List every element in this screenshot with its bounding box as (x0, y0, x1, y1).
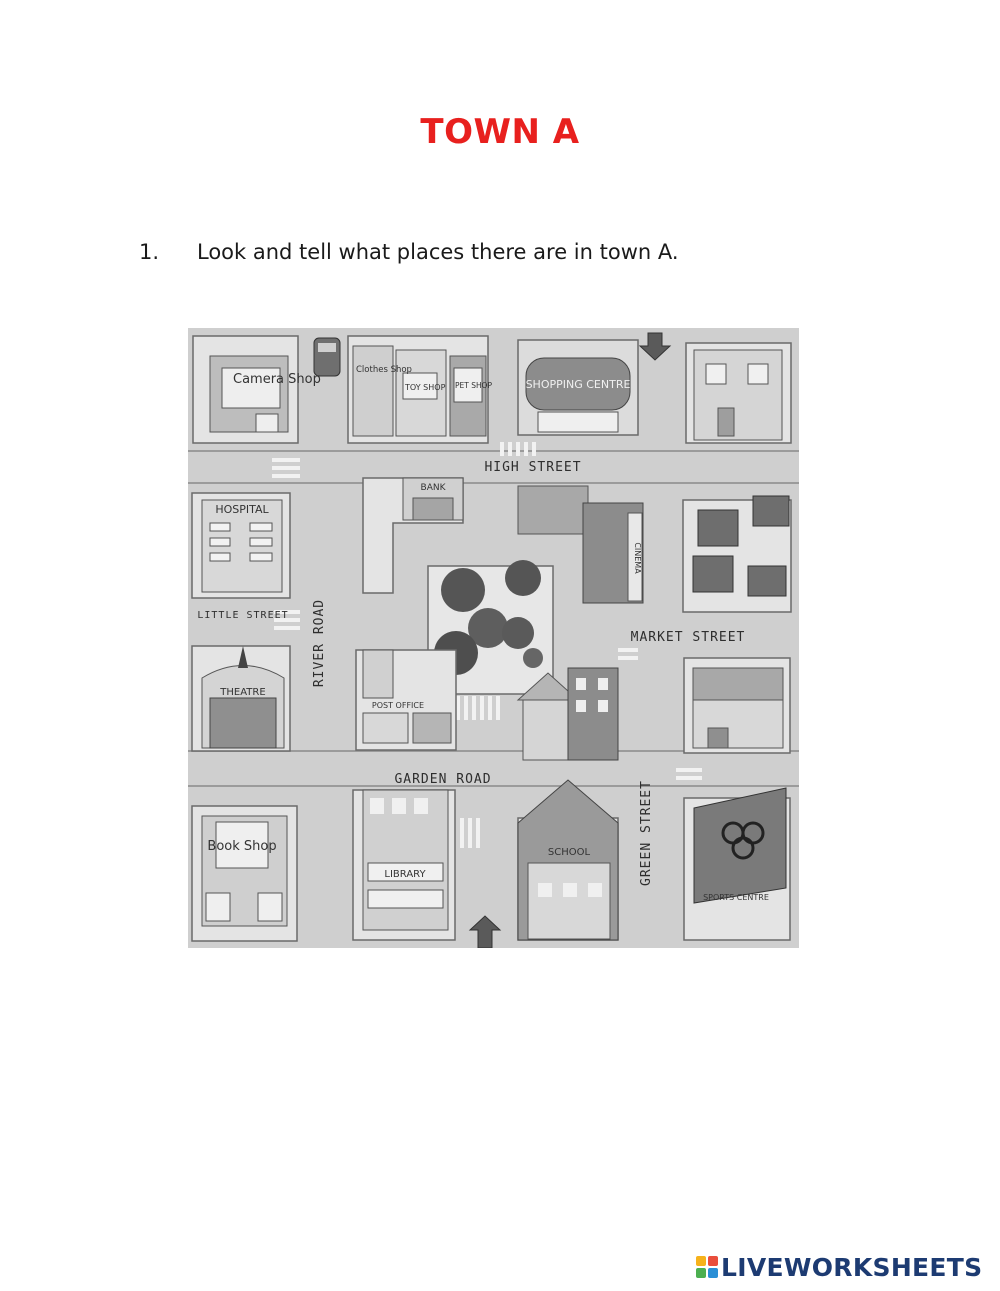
bank (362, 477, 464, 594)
clothes-shop-label: Clothes Shop (356, 365, 412, 375)
book-shop (191, 805, 298, 942)
page-title: TOWN A (420, 112, 580, 152)
river-road-label: RIVER ROAD (312, 599, 327, 687)
liveworksheets-logo: LIVEWORKSHEETS (696, 1252, 982, 1282)
camera-shop-label: Camera Shop (233, 372, 321, 387)
logo-square (696, 1256, 706, 1266)
car-icon (313, 337, 341, 377)
logo-grid-icon (696, 1256, 718, 1278)
garden-road-label: GARDEN ROAD (394, 772, 491, 787)
shopping-centre-label: SHOPPING CENTRE (526, 378, 631, 391)
library (352, 789, 456, 941)
sports-centre (683, 787, 791, 941)
cinema (517, 485, 644, 604)
arrow-up-icon (468, 915, 502, 948)
theatre-label: THEATRE (219, 687, 265, 698)
building-right-middle (683, 657, 791, 754)
market-street-label: MARKET STREET (631, 630, 746, 645)
toy-shop-label: TOY SHOP (404, 383, 446, 392)
high-street-label: HIGH STREET (484, 460, 581, 475)
sports-centre-label: SPORTS CENTRE (703, 893, 769, 902)
instruction-number: 1. (139, 240, 160, 264)
green-street-label: GREEN STREET (639, 780, 654, 886)
hospital (191, 492, 291, 599)
logo-square (696, 1268, 706, 1278)
library-label: LIBRARY (384, 869, 426, 880)
post-office (355, 649, 457, 751)
brand-text: LIVEWORKSHEETS (721, 1252, 983, 1282)
pet-shop-label: PET SHOP (455, 381, 493, 390)
town-map: Camera Shop Clothes Shop TOY SHOP PET SH… (188, 328, 799, 948)
school-label: SCHOOL (548, 847, 591, 858)
shops-block (347, 335, 489, 444)
theatre (191, 645, 291, 752)
shopping-centre (517, 339, 639, 436)
logo-square (708, 1256, 718, 1266)
post-office-label: POST OFFICE (372, 701, 424, 710)
park (427, 560, 554, 695)
crosswalks (272, 442, 702, 848)
houses-middle (516, 667, 619, 761)
camera-shop (192, 335, 299, 444)
cinema-label: CINEMA (633, 542, 642, 574)
house-top-right (685, 342, 792, 444)
school (517, 779, 619, 941)
logo-square (708, 1268, 718, 1278)
bank-label: BANK (421, 483, 447, 493)
book-shop-label: Book Shop (207, 839, 276, 854)
hospital-label: HOSPITAL (215, 503, 269, 516)
instruction-text: Look and tell what places there are in t… (197, 240, 679, 264)
arrow-down-icon (638, 332, 672, 361)
little-street-label: LITTLE STREET (197, 610, 288, 621)
market (682, 495, 792, 613)
